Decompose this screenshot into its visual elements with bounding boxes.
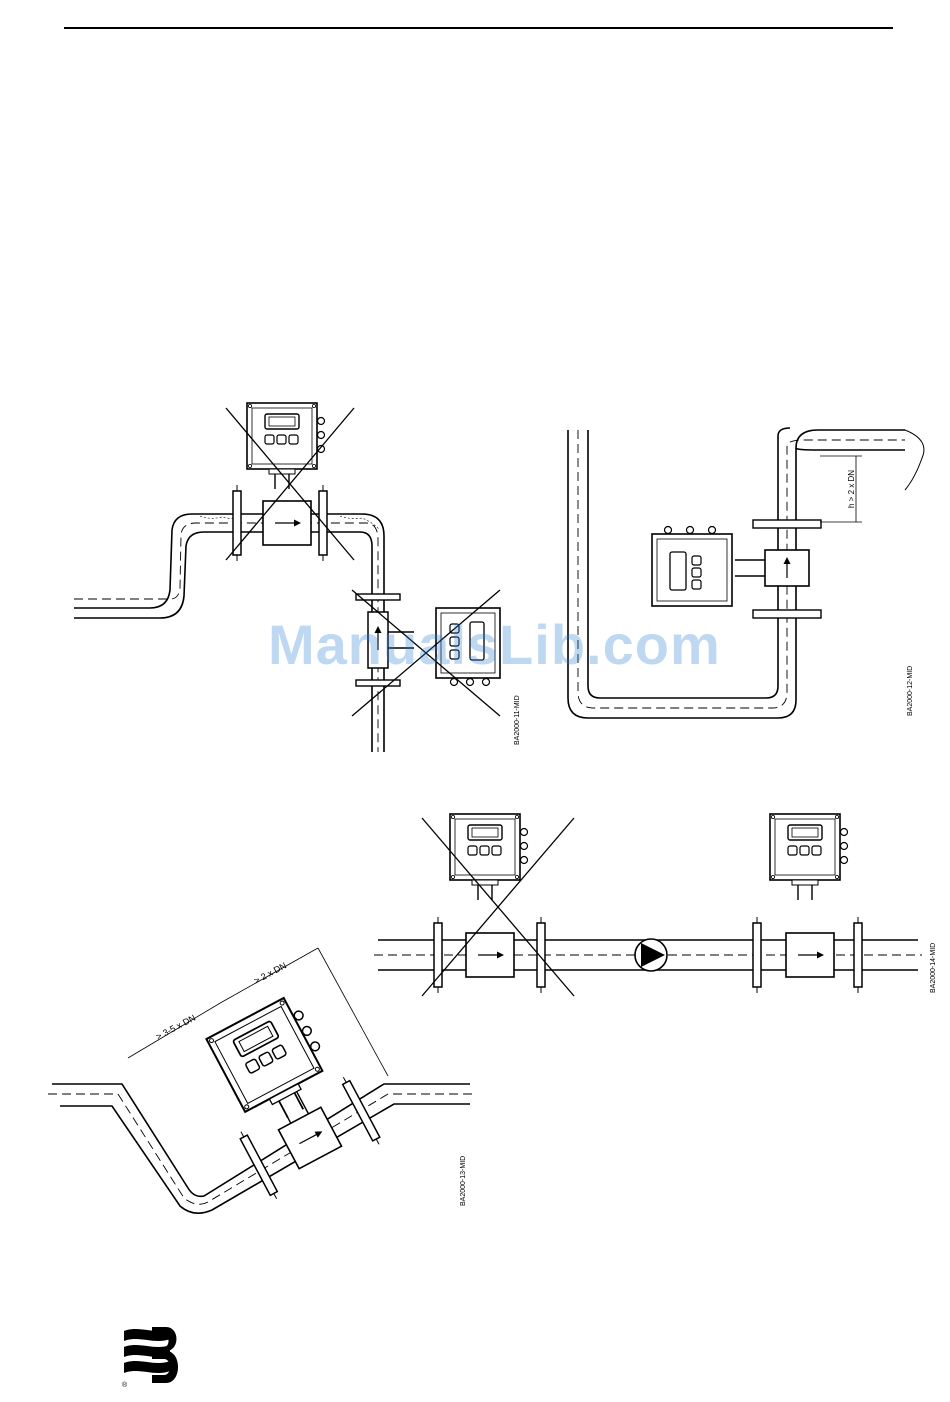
figure-ba2000-14: BA2000-14-MID (374, 814, 937, 996)
figure-ba2000-11: BA2000-11-MID (74, 403, 521, 752)
brand-logo (124, 1327, 178, 1383)
dimension-label: > 3-5 x DN (154, 1013, 197, 1042)
pump-symbol (635, 939, 667, 971)
figure-reference: BA2000-13-MID (460, 1156, 467, 1206)
figure-reference: BA2000-11-MID (514, 695, 521, 745)
dimension-label: h > 2 x DN (847, 470, 856, 508)
figure-ba2000-13: > 3-5 x DN > 2 x DN BA2000-13-MID (48, 948, 472, 1213)
figure-reference: BA2000-14-MID (930, 943, 937, 993)
dimension-label: > 2 x DN (252, 960, 288, 985)
registered-mark: ® (122, 1381, 128, 1389)
figure-reference: BA2000-12-MID (907, 666, 914, 716)
figure-ba2000-12: h > 2 x DN BA2000-12-MID (568, 428, 924, 718)
